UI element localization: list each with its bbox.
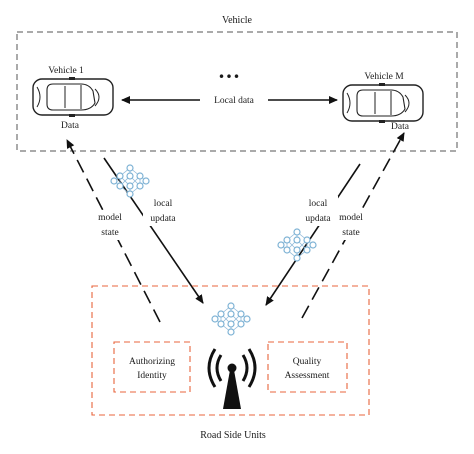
local-data-label: Local data	[214, 96, 255, 106]
quality-assessment-line1: Quality	[293, 357, 322, 367]
car-icon	[32, 76, 114, 118]
vehicle-group-box	[16, 31, 458, 152]
left-local-update-arrow	[103, 157, 204, 304]
authorizing-identity-box	[113, 341, 191, 393]
vehicle-m-data-label: Data	[391, 122, 410, 132]
vehicle-group-label: Vehicle	[222, 15, 253, 26]
vehicle-1-data-label: Data	[61, 121, 80, 131]
authorizing-identity-line2: Identity	[137, 371, 167, 381]
right-model-state-line1: model	[339, 213, 363, 223]
rsu-group-label: Road Side Units	[200, 430, 266, 441]
quality-assessment-line2: Assessment	[285, 371, 330, 381]
quality-assessment-box	[267, 341, 348, 393]
car-icon	[342, 82, 424, 124]
neural-network-icon	[277, 228, 317, 262]
left-model-state-line1: model	[98, 213, 122, 223]
neural-network-icon	[211, 302, 251, 336]
right-local-update-line2: updata	[305, 214, 331, 224]
authorizing-identity-line1: Authorizing	[129, 357, 175, 367]
right-local-update-arrow	[265, 163, 361, 306]
vehicle-1-name: Vehicle 1	[48, 66, 84, 76]
left-local-update-line1: local	[154, 199, 173, 209]
vehicle-m-name: Vehicle M	[364, 72, 404, 82]
neural-network-icon	[110, 164, 150, 198]
right-model-state-line2: state	[342, 228, 359, 238]
left-model-state-arrow	[66, 139, 161, 323]
antenna-tower-icon	[207, 348, 257, 409]
right-local-update-line1: local	[309, 199, 328, 209]
left-model-state-line2: state	[101, 228, 118, 238]
left-local-update-line2: updata	[150, 214, 176, 224]
rsu-group-box	[91, 285, 370, 416]
ellipsis: ...	[219, 58, 242, 83]
